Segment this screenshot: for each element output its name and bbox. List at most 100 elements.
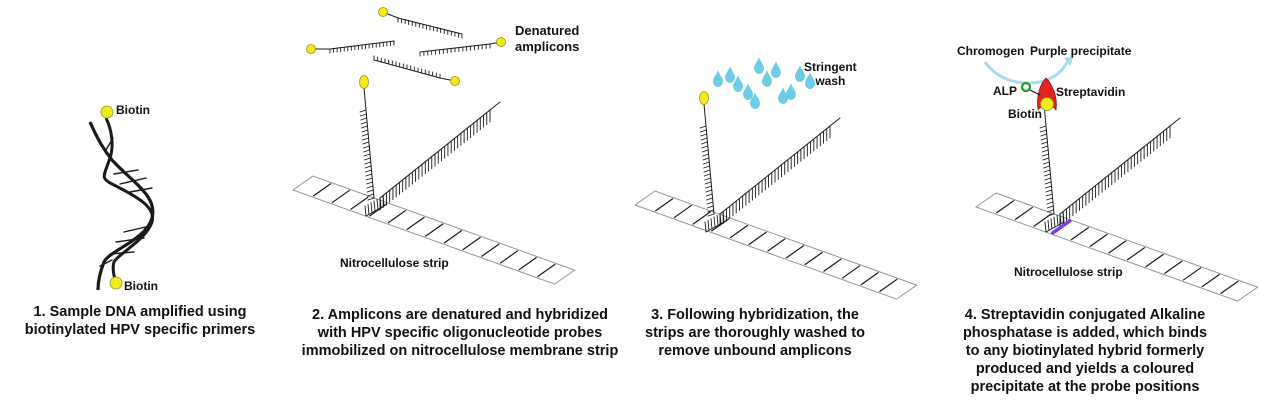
strand-tooth	[1046, 205, 1054, 209]
strand-tooth	[1043, 165, 1051, 169]
water-drop-icon	[771, 61, 781, 78]
strand-tooth	[364, 205, 367, 217]
water-drop-icon	[778, 87, 788, 104]
water-drop-icon	[795, 65, 805, 82]
strand-tooth	[1040, 133, 1048, 137]
probe-segment-line	[804, 251, 823, 266]
probe-segment-line	[1108, 240, 1127, 254]
strand-tooth	[363, 149, 371, 153]
strand-tooth	[705, 189, 713, 193]
strand-tooth	[1039, 129, 1047, 133]
water-drop-icon	[725, 66, 735, 83]
probe-segment-line	[518, 257, 537, 271]
caption-line: 1. Sample DNA amplified using	[33, 304, 247, 320]
target-strand-end	[489, 101, 501, 111]
strand-tooth	[365, 173, 373, 177]
streptavidin-label: Streptavidin	[1056, 85, 1126, 99]
strand-tooth	[704, 221, 707, 233]
dna-base-pair	[119, 177, 147, 185]
caption-line: phosphatase is added, which binds	[962, 325, 1208, 341]
denatured-amplicon	[378, 7, 463, 39]
caption-step-1: 1. Sample DNA amplified using biotinylat…	[0, 303, 280, 339]
strand-tooth	[1047, 209, 1055, 213]
dna-base-pair	[99, 259, 113, 267]
strand-tooth	[1042, 157, 1050, 161]
strand-tooth	[701, 145, 709, 149]
reaction-arrow	[983, 59, 1070, 85]
biotin-icon	[496, 37, 506, 47]
strand-tooth	[702, 161, 710, 165]
alp-linker	[1029, 89, 1041, 96]
strand-tooth	[706, 205, 714, 209]
strand-tooth	[373, 200, 376, 212]
strand-tooth	[366, 189, 374, 193]
strand-tooth	[367, 203, 370, 215]
strand-tooth	[362, 137, 369, 141]
caption-line: with HPV specific oligonucleotide probes	[317, 325, 603, 341]
strand-tooth	[359, 113, 367, 117]
caption-line: biotinylated HPV specific primers	[24, 322, 256, 338]
nitrocellulose-strip-label: Nitrocellulose strip	[1014, 265, 1123, 279]
probe-segment-line	[1201, 274, 1220, 288]
denatured-label-line: amplicons	[515, 39, 580, 54]
denatured-amplicon	[306, 40, 395, 54]
strand-tooth	[1041, 141, 1048, 145]
caption-line: precipitate at the probe positions	[970, 379, 1200, 395]
immobilized-probe	[1044, 211, 1065, 233]
biotin-icon	[100, 105, 114, 119]
strand-tooth	[360, 117, 368, 121]
biotin-icon	[450, 76, 460, 86]
probe-segment-line	[879, 278, 898, 292]
probe-segment-line	[729, 225, 749, 239]
strand-tooth	[1043, 173, 1051, 177]
dna-base-pair	[113, 169, 139, 175]
strand-tooth	[364, 165, 372, 169]
probe-segment-line	[785, 245, 805, 259]
water-drop-icon	[805, 72, 815, 89]
amplicon-comb	[329, 40, 395, 54]
strand-tooth	[701, 149, 709, 153]
water-drop-icon	[713, 70, 723, 87]
strand-tooth	[1047, 219, 1050, 231]
nitrocellulose-strip	[974, 192, 1259, 302]
probe-segment-line	[462, 236, 481, 251]
chromogen-label: Chromogen	[957, 44, 1025, 58]
biotin-icon	[378, 7, 388, 17]
dna-base-pair	[115, 237, 145, 243]
strand-tooth	[699, 125, 707, 129]
probe-segment-line	[481, 243, 500, 257]
denatured-amplicons-label: Denatured amplicons	[515, 23, 579, 55]
denatured-amplicon	[419, 37, 506, 57]
purple-precipitate-band	[1050, 219, 1072, 235]
strand-tooth	[1045, 189, 1053, 193]
amplicon-strand	[359, 109, 375, 201]
probe-segment-line	[655, 198, 674, 212]
panel-4-detection	[974, 56, 1259, 302]
water-drop-icon	[786, 83, 796, 100]
strand-tooth	[1047, 213, 1055, 217]
caption-step-2: 2. Amplicons are denatured and hybridize…	[270, 306, 650, 360]
stringent-wash-label: Stringent wash	[804, 60, 857, 88]
biotin-label-top: Biotin	[116, 103, 150, 117]
wash-label-line: wash	[815, 74, 846, 88]
denatured-amplicon	[373, 55, 460, 86]
panel-2-hybridization	[291, 7, 576, 285]
strand-tooth	[710, 218, 713, 230]
strand-tooth	[359, 109, 367, 113]
probe-segment-line	[331, 189, 350, 204]
probe-segment-line	[823, 258, 842, 272]
dna-strand-a	[88, 121, 155, 291]
strand-tooth	[707, 213, 715, 217]
strand-tooth	[366, 185, 374, 189]
biotin-icon	[306, 44, 316, 54]
strand-tooth	[365, 169, 372, 173]
probe-segment-line	[767, 238, 786, 252]
probe-segment-line	[406, 216, 425, 230]
strand-tooth	[703, 169, 711, 173]
probe-segment-line	[1182, 267, 1202, 281]
amplicon-tail	[363, 87, 367, 111]
strand-tooth	[706, 201, 714, 205]
strand-tooth	[362, 145, 370, 149]
target-strand	[719, 125, 831, 227]
